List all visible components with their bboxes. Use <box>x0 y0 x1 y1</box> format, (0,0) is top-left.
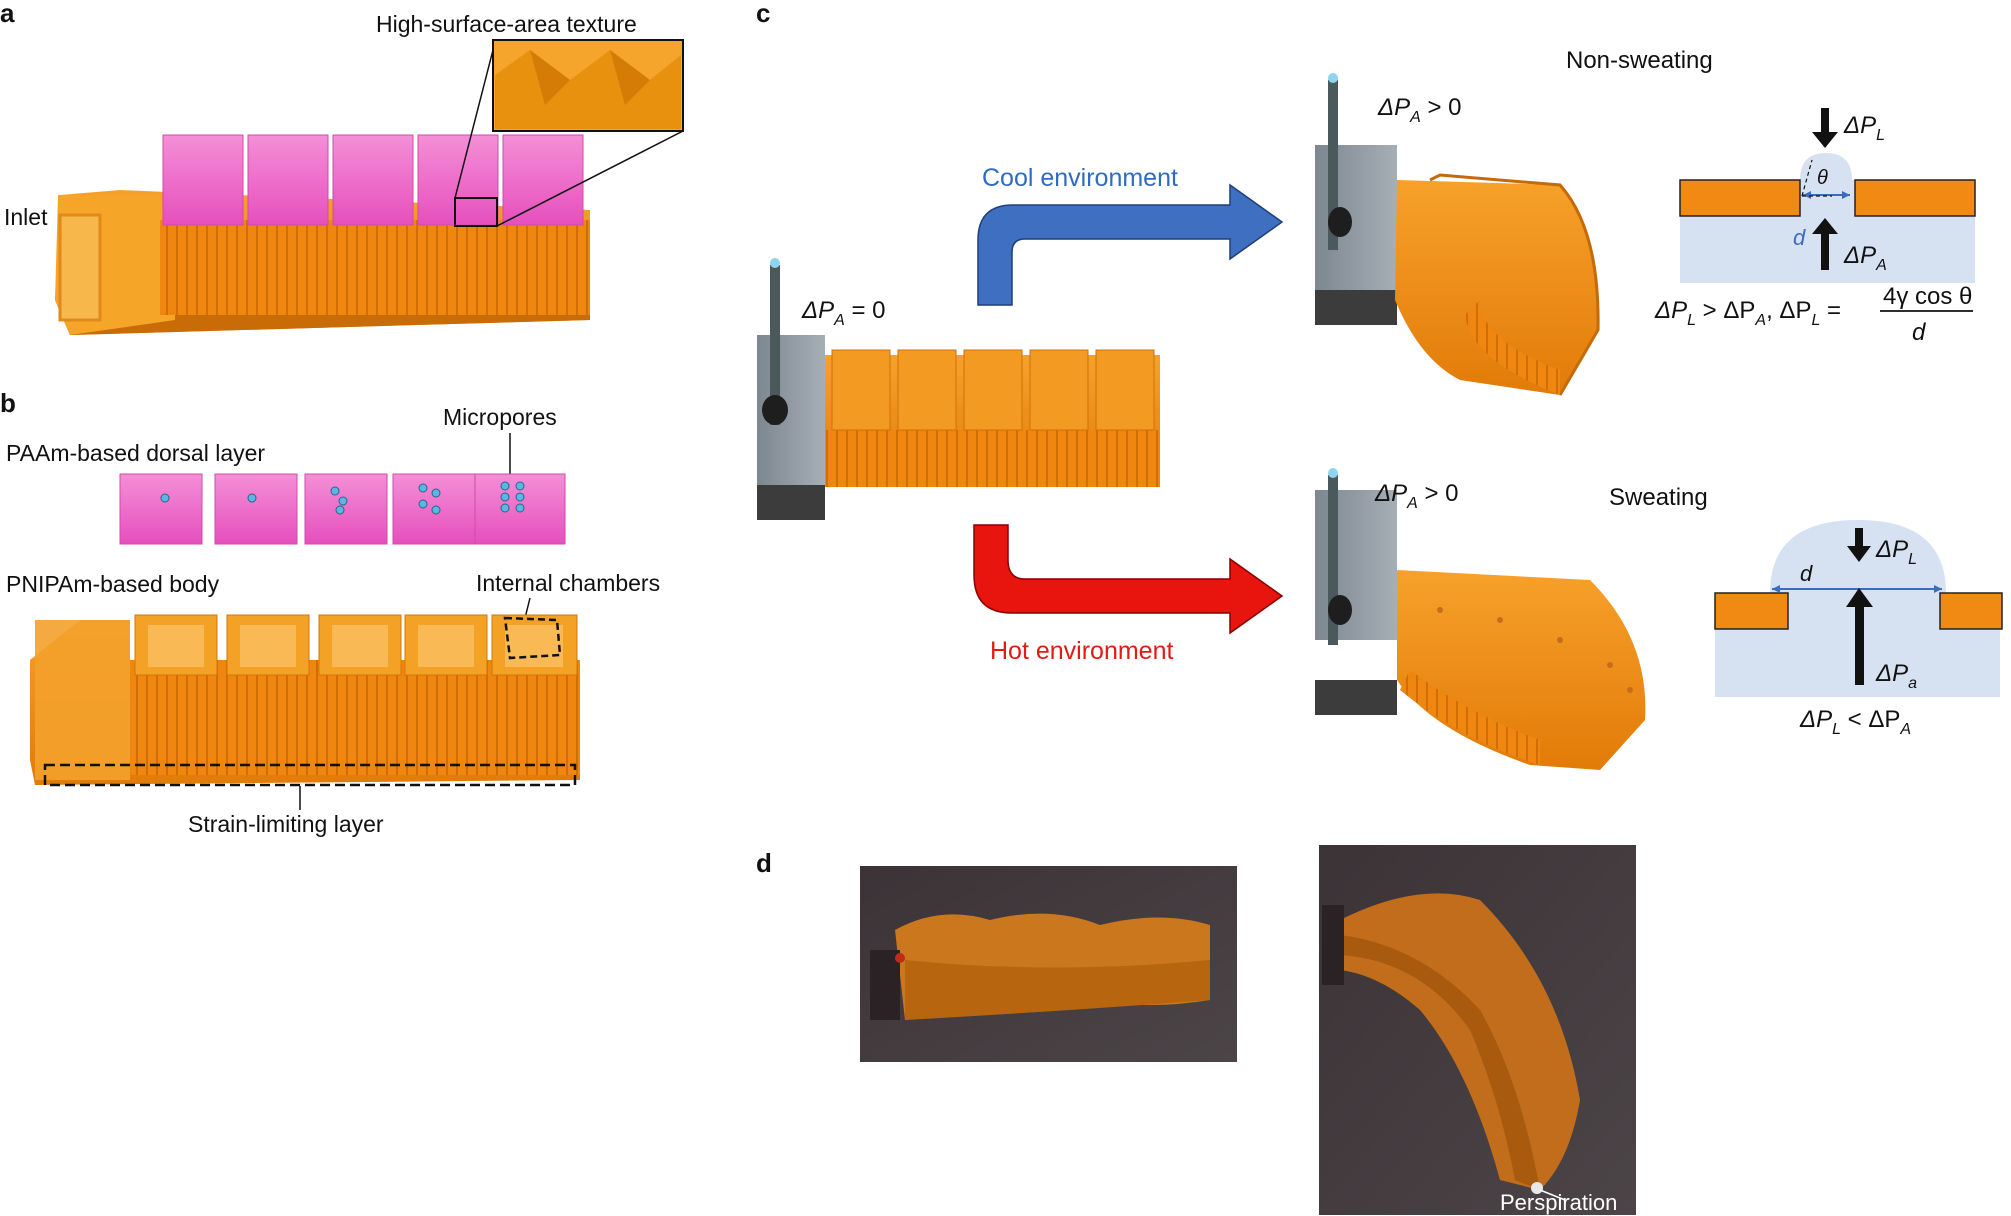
panel-label-c: c <box>756 0 770 28</box>
sweating-label: Sweating <box>1609 484 1708 511</box>
cool-environment-arrow <box>977 183 1284 306</box>
bent-device-hot <box>1315 468 1646 770</box>
micropore-dots <box>160 481 525 515</box>
sweating-pa-label: ΔPa <box>1875 660 1917 692</box>
cool-environment-label: Cool environment <box>982 164 1178 192</box>
texture-zoom-inset <box>492 39 684 132</box>
dorsal-layer-label: PAAm-based dorsal layer <box>6 440 265 466</box>
sweating-equation: ΔPL < ΔPA <box>1799 706 1911 738</box>
panel-a-chambers <box>162 134 584 226</box>
non-sweating-equation: ΔPL > ΔPA, ΔPL = <box>1654 297 1841 329</box>
bent-device-cool <box>1315 73 1600 396</box>
non-sweating-pl-label: ΔPL <box>1843 112 1885 144</box>
bottom-pressure-label: ΔPA > 0 <box>1374 480 1458 512</box>
photo-bent-actuator <box>1319 845 1636 1215</box>
panel-a-device-render <box>55 49 684 335</box>
sweating-pl-label: ΔPL <box>1875 536 1917 568</box>
strain-layer-label: Strain-limiting layer <box>188 811 384 837</box>
initial-pressure-label: ΔPA = 0 <box>801 297 885 329</box>
inlet-label: Inlet <box>4 204 48 230</box>
non-sweating-inset <box>1679 108 1976 283</box>
theta-label: θ <box>1817 167 1828 189</box>
photo-straight-actuator <box>860 866 1237 1062</box>
chambers-label: Internal chambers <box>476 570 660 596</box>
equation-denominator: d <box>1912 319 1926 346</box>
non-sweating-pa-label: ΔPA <box>1843 242 1887 274</box>
top-pressure-label: ΔPA > 0 <box>1377 94 1461 126</box>
d-label-top: d <box>1793 225 1806 250</box>
micropores-label: Micropores <box>443 404 557 430</box>
hot-environment-arrow <box>973 524 1284 635</box>
panel-label-a: a <box>0 0 15 28</box>
sweating-inset <box>1714 520 2003 697</box>
non-sweating-label: Non-sweating <box>1566 47 1713 74</box>
texture-highlight-box <box>454 197 498 227</box>
initial-device <box>757 258 1160 520</box>
panipam-body-render <box>30 614 580 787</box>
d-label-bottom: d <box>1800 561 1813 586</box>
panel-label-b: b <box>0 388 16 418</box>
body-label: PNIPAm-based body <box>6 571 220 597</box>
equation-numerator: 4γ cos θ <box>1883 283 1972 310</box>
hot-environment-label: Hot environment <box>990 637 1173 665</box>
perspiration-label: Perspiration <box>1500 1190 1617 1215</box>
panel-label-d: d <box>756 848 772 878</box>
texture-label: High-surface-area texture <box>376 11 637 37</box>
